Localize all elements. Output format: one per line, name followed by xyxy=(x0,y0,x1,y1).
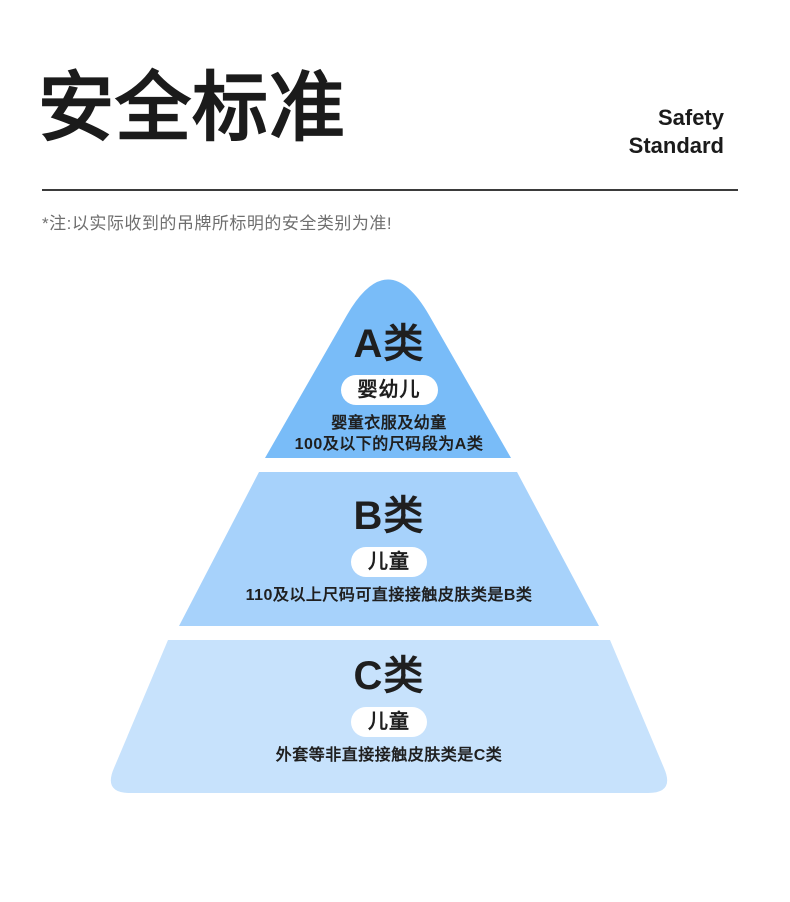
page-subtitle-line1: Safety xyxy=(657,105,724,130)
header-divider xyxy=(42,189,738,191)
tier-c-description: 外套等非直接接触皮肤类是C类 xyxy=(276,745,503,766)
tier-a-desc-line2: 100及以下的尺码段为A类 xyxy=(294,436,484,453)
tier-a-desc-line1: 婴童衣服及幼童 xyxy=(331,415,447,432)
page-title: 安全标准 xyxy=(38,66,346,151)
tier-b-label: B类 xyxy=(353,494,425,538)
tier-a-block: A类 婴幼儿 婴童衣服及幼童 100及以下的尺码段为A类 xyxy=(189,320,589,455)
tier-b-pill: 儿童 xyxy=(351,547,427,577)
tier-c-block: C类 儿童 外套等非直接接触皮肤类是C类 xyxy=(189,652,589,766)
note-text: *注:以实际收到的吊牌所标明的安全类别为准! xyxy=(42,214,393,233)
page-subtitle-en: Safety Standard xyxy=(629,104,724,160)
tier-c-desc-line1: 外套等非直接接触皮肤类是C类 xyxy=(275,747,503,764)
pyramid-tier-a-shape xyxy=(265,279,511,458)
tier-b-desc-line1: 110及以上尺码可直接接触皮肤类是B类 xyxy=(245,587,533,604)
tier-a-description: 婴童衣服及幼童 100及以下的尺码段为A类 xyxy=(295,413,484,455)
tier-a-pill: 婴幼儿 xyxy=(340,375,438,405)
tier-c-pill: 儿童 xyxy=(351,707,427,737)
page-subtitle-line2: Standard xyxy=(628,133,724,158)
tier-a-label: A类 xyxy=(353,322,425,366)
tier-b-description: 110及以上尺码可直接接触皮肤类是B类 xyxy=(246,585,533,606)
tier-c-label: C类 xyxy=(353,654,425,698)
tier-b-block: B类 儿童 110及以上尺码可直接接触皮肤类是B类 xyxy=(189,492,589,606)
